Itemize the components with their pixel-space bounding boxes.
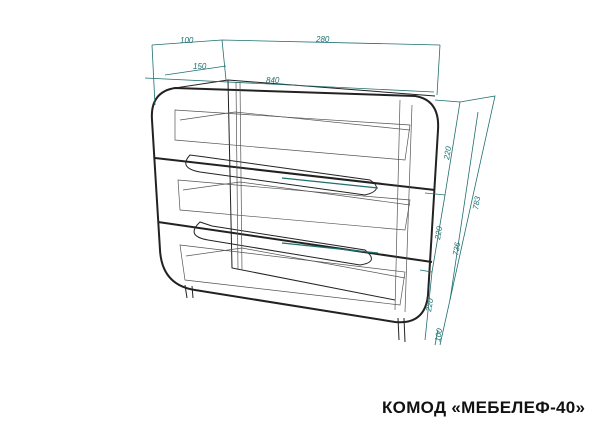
handle-1 xyxy=(185,154,377,196)
dim-drawer-1: 220 xyxy=(442,145,453,161)
dim-drawer-3: 220 xyxy=(424,297,435,313)
dimension-lines xyxy=(144,39,496,346)
dim-body-height: 736 xyxy=(451,241,462,256)
body-outline xyxy=(150,86,440,324)
dim-overall-width: 840 xyxy=(266,76,280,85)
leg-right xyxy=(397,317,406,343)
dim-inner-depth: 150 xyxy=(193,62,207,71)
leg-left xyxy=(184,284,194,299)
drawer-divider-2 xyxy=(157,221,433,263)
dim-top-depth-outer: 100 xyxy=(180,36,194,45)
dim-drawer-2: 220 xyxy=(433,225,444,241)
caption: КОМОД «МЕБЕЛЕФ-40» xyxy=(382,398,586,417)
dim-top-width: 280 xyxy=(315,35,330,44)
drawer-divider-1 xyxy=(154,157,436,191)
dim-overall-height: 783 xyxy=(471,195,482,210)
dim-leg-height: 100 xyxy=(433,327,444,342)
